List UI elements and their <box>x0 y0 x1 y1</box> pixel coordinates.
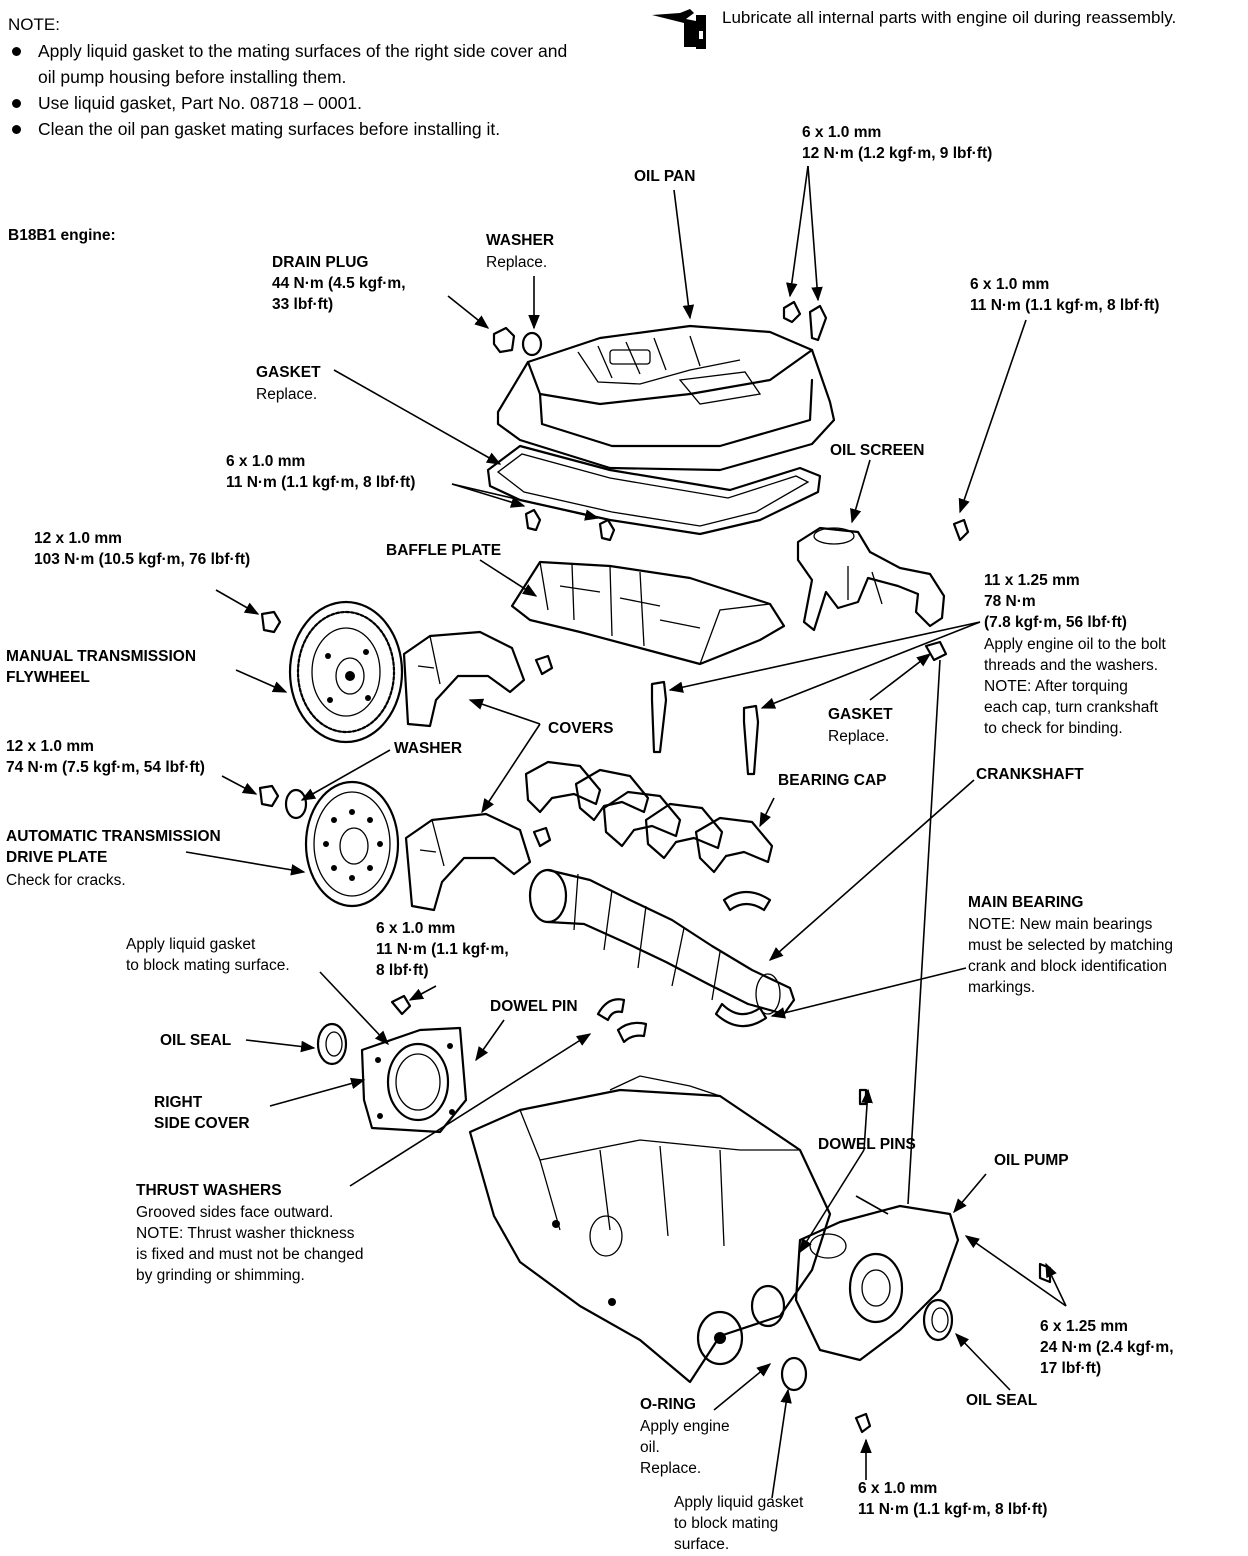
label-manual-flywheel: MANUAL TRANSMISSION FLYWHEEL <box>6 648 197 686</box>
label-dowel-pin: DOWEL PIN <box>490 998 578 1015</box>
label-main-bearing: MAIN BEARING <box>968 894 1084 911</box>
label-bearing-cap: BEARING CAP <box>778 772 887 789</box>
label-screen-bolt: 6 x 1.0 mm 11 N·m (1.1 kgf·m, 8 lbf·ft) <box>970 276 1160 314</box>
label-gasket-note: Replace. <box>256 386 318 403</box>
lubricate-note: Lubricate all internal parts with engine… <box>722 8 1177 27</box>
label-dowel-pins: DOWEL PINS <box>818 1136 916 1153</box>
label-side-cover-gasket-note: Apply liquid gasket to block mating surf… <box>126 936 290 974</box>
label-oil-pan-bolts: 6 x 1.0 mm 12 N·m (1.2 kgf·m, 9 lbf·ft) <box>802 124 993 162</box>
label-auto-drive-plate-note: Check for cracks. <box>6 872 126 889</box>
label-oil-seal-right: OIL SEAL <box>966 1392 1038 1409</box>
label-oil-screen: OIL SCREEN <box>830 442 925 459</box>
label-baffle-bolts: 6 x 1.0 mm 11 N·m (1.1 kgf·m, 8 lbf·ft) <box>226 453 416 491</box>
note-list: Apply liquid gasket to the mating surfac… <box>8 38 574 142</box>
label-side-cover-bolt: 6 x 1.0 mm 11 N·m (1.1 kgf·m, 8 lbf·ft) <box>376 920 509 979</box>
label-cap-bolts: 11 x 1.25 mm 78 N·m (7.8 kgf·m, 56 lbf·f… <box>984 572 1127 631</box>
label-baffle-plate: BAFFLE PLATE <box>386 542 502 559</box>
right-side-cover <box>360 1026 468 1134</box>
o-ring <box>780 1356 808 1392</box>
oil-pump <box>794 1204 960 1362</box>
label-main-bearing-note: NOTE: New main bearings must be selected… <box>968 916 1174 996</box>
crankshaft <box>528 868 796 1016</box>
label-thrust-washers: THRUST WASHERS <box>136 1182 282 1199</box>
oil-screen <box>796 526 946 632</box>
label-gasket-screen-note: Replace. <box>828 728 890 745</box>
label-cap-bolts-note: Apply engine oil to the bolt threads and… <box>984 636 1166 737</box>
oil-pan-gasket <box>486 444 822 536</box>
label-pump-gasket-note: Apply liquid gasket to block mating surf… <box>674 1494 804 1553</box>
label-flywheel-bolt: 12 x 1.0 mm 103 N·m (10.5 kgf·m, 76 lbf·… <box>34 530 251 568</box>
label-gasket-screen: GASKET <box>828 706 893 723</box>
engine-label: B18B1 engine: <box>8 227 116 244</box>
note-item: Clean the oil pan gasket mating surfaces… <box>8 116 574 142</box>
oil-pan <box>496 324 836 472</box>
label-o-ring: O-RING <box>640 1396 696 1413</box>
note-heading: NOTE: <box>8 15 60 34</box>
label-oil-pump: OIL PUMP <box>994 1152 1069 1169</box>
label-drive-plate-bolt: 12 x 1.0 mm 74 N·m (7.5 kgf·m, 54 lbf·ft… <box>6 738 205 776</box>
label-oil-seal-left: OIL SEAL <box>160 1032 232 1049</box>
bearing-caps <box>524 760 774 874</box>
fasteners <box>258 300 1052 1434</box>
label-washer-mid: WASHER <box>394 740 463 757</box>
label-crankshaft: CRANKSHAFT <box>976 766 1084 783</box>
manual-transmission-flywheel <box>288 600 404 744</box>
engine-block <box>468 1075 832 1384</box>
oil-seal-right <box>922 1298 954 1342</box>
leader-lines <box>185 165 1067 1499</box>
baffle-plate <box>510 560 786 666</box>
label-pump-cover-bolt: 6 x 1.0 mm 11 N·m (1.1 kgf·m, 8 lbf·ft) <box>858 1480 1048 1518</box>
label-pump-bolts: 6 x 1.25 mm 24 N·m (2.4 kgf·m, 17 lbf·ft… <box>1040 1318 1174 1377</box>
label-auto-drive-plate: AUTOMATIC TRANSMISSION DRIVE PLATE <box>6 828 221 866</box>
label-thrust-washers-note: Grooved sides face outward. NOTE: Thrust… <box>136 1204 364 1284</box>
label-covers: COVERS <box>548 720 614 737</box>
label-right-side-cover: RIGHT SIDE COVER <box>154 1094 250 1132</box>
label-o-ring-note: Apply engine oil. Replace. <box>640 1418 730 1477</box>
oil-seal-left <box>316 1022 348 1066</box>
automatic-transmission-drive-plate <box>284 780 400 908</box>
label-washer-top: WASHER <box>486 232 555 249</box>
label-drain-plug: DRAIN PLUG 44 N·m (4.5 kgf·m, 33 lbf·ft) <box>272 254 406 313</box>
note-item: Apply liquid gasket to the mating surfac… <box>8 38 574 90</box>
label-oil-pan: OIL PAN <box>634 168 696 185</box>
note-item: Use liquid gasket, Part No. 08718 – 0001… <box>8 90 574 116</box>
main-bearing-shells <box>714 890 772 1028</box>
thrust-washers <box>596 998 648 1044</box>
flywheel-covers <box>402 630 532 912</box>
oil-can-icon <box>652 9 706 49</box>
label-gasket: GASKET <box>256 364 321 381</box>
label-washer-top-note: Replace. <box>486 254 548 271</box>
